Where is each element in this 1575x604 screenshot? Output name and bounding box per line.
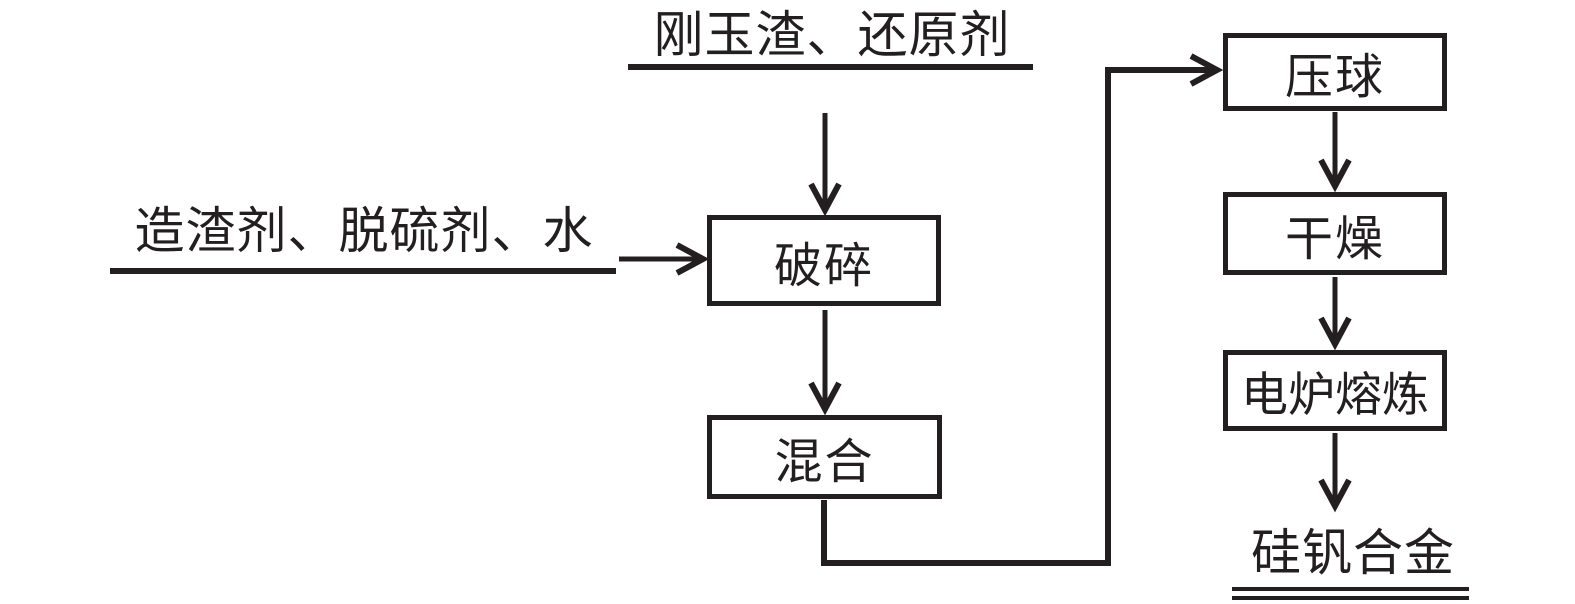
arrow-press-ball-to-dry	[1318, 112, 1352, 193]
input-label-corundum-slag-reducing-agent: 刚玉渣、还原剂	[653, 7, 1011, 63]
process-box-press-ball: 压球	[1223, 33, 1447, 111]
process-box-crush: 破碎	[707, 215, 941, 306]
process-box-electric-furnace-smelting: 电炉熔炼	[1223, 350, 1447, 431]
arrow-top-input-to-crush	[808, 113, 842, 217]
output-label-silicon-vanadium-alloy: 硅钒合金	[1251, 525, 1455, 581]
input-label-slagging-desulfurizing-water: 造渣剂、脱硫剂、水	[134, 203, 594, 259]
process-box-dry: 干燥	[1223, 192, 1447, 275]
arrow-crush-to-mix	[808, 310, 842, 416]
arrow-left-input-to-crush	[619, 242, 710, 276]
arrow-dry-to-smelt	[1318, 277, 1352, 351]
process-box-mix: 混合	[707, 415, 942, 499]
arrow-smelt-to-product	[1318, 433, 1352, 513]
